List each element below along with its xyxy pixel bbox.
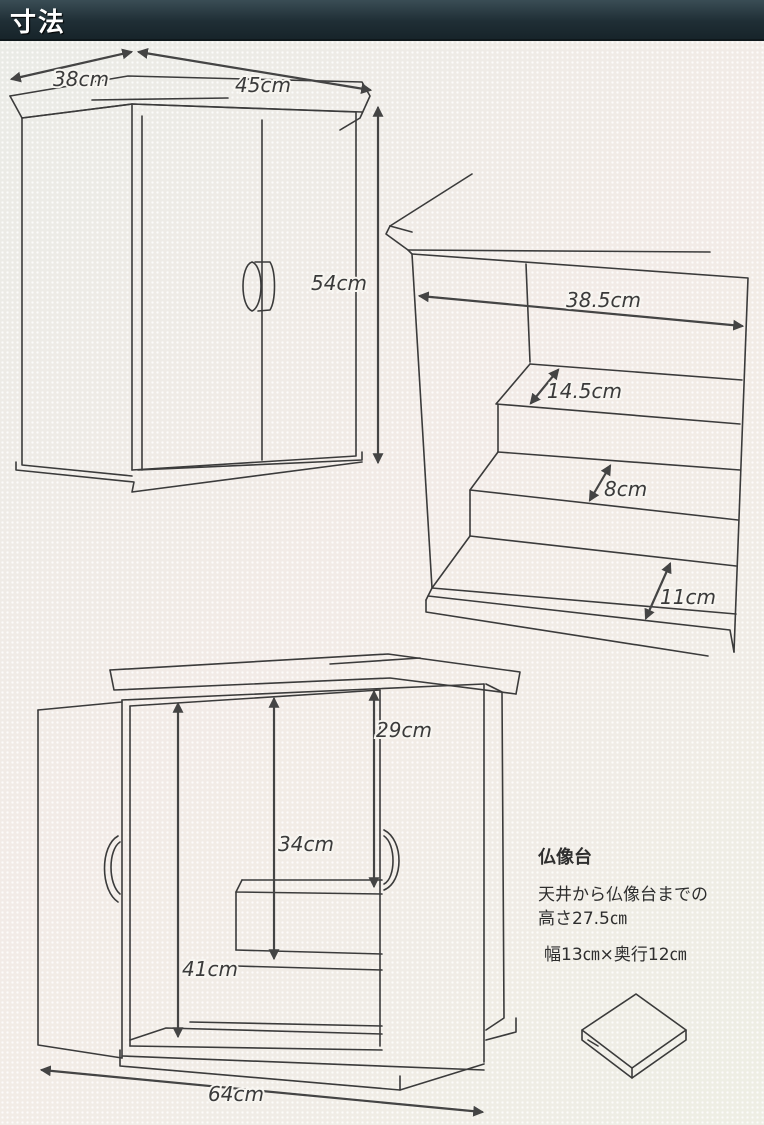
step-2-arrow [588,464,612,502]
height-label: 54cm [311,271,367,295]
step-1-label: 14.5cm [547,379,622,403]
full-inner-label: 41cm [182,957,238,981]
interior-cabinet [385,173,749,657]
pedestal-line-1: 天井から仏像台までの [538,885,708,905]
header-title: 寸法 [10,8,67,38]
inner-width-label: 38.5cm [566,288,641,312]
open-width-label: 64cm [208,1082,264,1106]
step-3-label: 11cm [660,585,716,609]
middle-inner-label: 34cm [278,832,334,856]
depth-arrow [9,48,134,83]
inner-width-arrow [417,291,745,331]
width-label: 45cm [235,73,291,97]
pedestal-title: 仏像台 [538,847,592,868]
pedestal-line-3: 幅13㎝×奥行12㎝ [544,945,687,965]
pedestal-drawing [581,993,687,1079]
closed-cabinet [9,75,371,493]
depth-label: 38cm [53,67,109,91]
top-inner-label: 29cm [376,718,432,742]
width-arrow [136,48,373,94]
step-1-arrow [529,368,560,405]
header-bar: 寸法 [0,0,764,41]
open-cabinet [37,653,521,1091]
pedestal-line-2: 高さ27.5㎝ [538,909,627,929]
step-2-label: 8cm [604,477,647,501]
open-width-arrow [39,1065,485,1117]
step-3-arrow [644,561,672,621]
